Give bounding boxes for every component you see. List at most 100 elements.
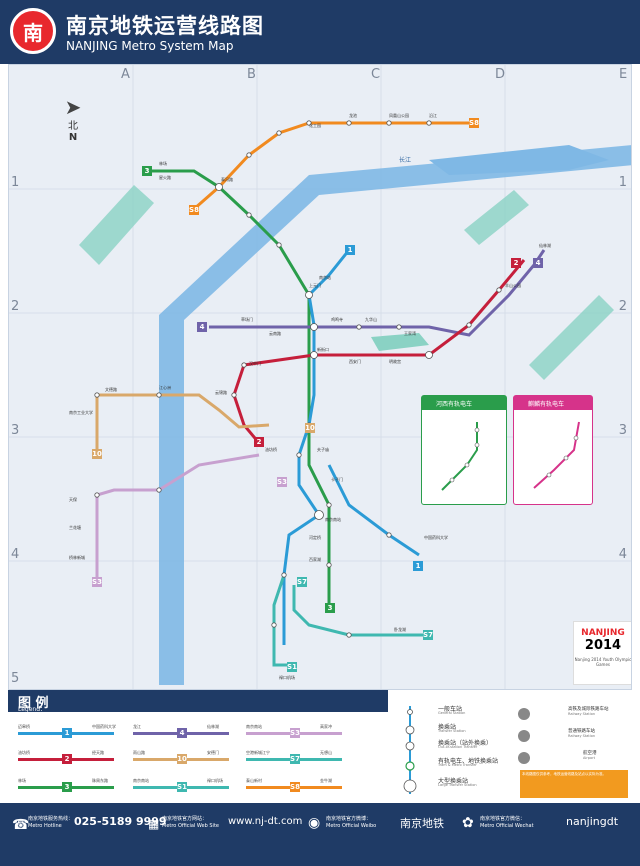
station-label[interactable]: 上元门 — [309, 283, 321, 288]
station-label[interactable]: 文德路 — [105, 387, 117, 392]
station-label[interactable]: 夫子庙 — [317, 447, 329, 452]
wechat-label-en: Metro Official Wechat — [480, 823, 534, 829]
wechat-handle[interactable]: nanjingdt — [566, 815, 619, 828]
legend-start-station: 雨山路 — [133, 750, 145, 755]
station-label[interactable]: 天保 — [69, 497, 77, 502]
web-label-cn: 南京地铁官方网站： — [162, 816, 208, 822]
legend-facility-label: 普通铁路车站 — [568, 729, 595, 734]
compass-en: N — [68, 132, 78, 143]
line-3-badge-south[interactable]: 3 — [325, 603, 335, 613]
line-10-badge[interactable]: 10 — [92, 449, 102, 459]
station-label[interactable]: 南京站 — [319, 275, 331, 280]
station-label[interactable]: 凤凰山公园 — [389, 113, 409, 118]
line-s7-badge[interactable]: S7 — [297, 577, 307, 587]
legend-symbol-label: 大型换乘站 — [438, 778, 469, 785]
legend-end-station: 高家冲 — [320, 724, 332, 729]
line-s3-path — [95, 453, 260, 580]
legend-start-station: 油坊桥 — [18, 750, 30, 755]
yog-caption: Nanjing 2014 Youth Olympic Games — [574, 657, 632, 667]
lake — [371, 333, 429, 351]
line-3-badge[interactable]: 3 — [142, 166, 152, 176]
station-label[interactable]: 河定桥 — [309, 535, 321, 540]
station-label[interactable]: 南京南站 — [325, 517, 341, 522]
station-label[interactable]: 草场门 — [241, 317, 253, 322]
legend-start-station: 林场 — [18, 778, 26, 783]
legend-start-station: 泰山新村 — [246, 778, 262, 783]
hexi-tram-map — [441, 422, 480, 491]
line-s8-badge[interactable]: S8 — [469, 118, 479, 128]
page-title: 南京地铁运营线路图 — [66, 14, 264, 38]
line-4-badge-east[interactable]: 4 — [533, 258, 543, 268]
legend-facility-sub: Airport — [583, 756, 595, 760]
line-2-badge[interactable]: 2 — [511, 258, 521, 268]
station-label[interactable]: 油坊桥 — [265, 447, 277, 452]
hexi-tram-box[interactable]: 河西有轨电车 — [421, 395, 507, 505]
line-s3-badge[interactable]: S3 — [92, 577, 102, 587]
line-4-badge[interactable]: 4 — [197, 322, 207, 332]
legend-start-station: 南京南站 — [133, 778, 149, 783]
station-label[interactable]: 中国药科大学 — [424, 535, 448, 540]
station-label[interactable]: 泰冯路 — [221, 177, 233, 182]
line-2-badge-west[interactable]: 2 — [254, 437, 264, 447]
line-1-badge[interactable]: 1 — [345, 245, 355, 255]
station-label[interactable]: 林场 — [159, 161, 167, 166]
website-link[interactable]: www.nj-dt.com — [228, 816, 303, 827]
qilin-tram-box[interactable]: 麒麟有轨电车 — [513, 395, 593, 505]
station-label[interactable]: 羊山公园 — [505, 283, 521, 288]
legend-symbol-label: 换乘站（站外换乘） — [438, 740, 493, 747]
station-label[interactable]: 鸡鸣寺 — [331, 317, 343, 322]
legend-subtitle: Legend： — [18, 706, 47, 713]
line-1-badge-south[interactable]: 1 — [413, 561, 423, 571]
line-s3-badge-east[interactable]: S3 — [277, 477, 287, 487]
line-s7-badge-south[interactable]: S7 — [423, 630, 433, 640]
station-label[interactable]: 九华山 — [365, 317, 377, 322]
legend-badge-2: 2 — [62, 754, 72, 764]
web-icon: ▦ — [148, 817, 160, 831]
station-label[interactable]: 龙池 — [349, 113, 357, 118]
station-label[interactable]: 化工园 — [309, 123, 321, 128]
page-subtitle: NANJING Metro System Map — [66, 39, 234, 53]
legend-start-station: 迈皋桥 — [18, 724, 30, 729]
station-label[interactable]: 禄口机场 — [279, 675, 295, 680]
station-label[interactable]: 仙林湖 — [539, 243, 551, 248]
station-label[interactable]: 云锦路 — [215, 390, 227, 395]
legend-start-station: 南京南站 — [246, 724, 262, 729]
legend-header: 图 例 Legend： — [8, 690, 388, 713]
legend-badge-S8: S8 — [290, 782, 300, 792]
legend-facility-label: 高铁及城际铁路车站 — [568, 707, 609, 712]
yog-2014-logo: NANJING 2014 Nanjing 2014 Youth Olympic … — [573, 621, 632, 685]
web-label-en: Metro Official Web Site — [162, 823, 219, 829]
station-label[interactable]: 汉中门 — [249, 361, 261, 366]
line-s1-badge[interactable]: S1 — [287, 662, 297, 672]
grid-row-3-right: 3 — [618, 423, 627, 438]
weibo-icon: ◉ — [308, 815, 321, 831]
station-label[interactable]: 西安门 — [349, 359, 361, 364]
grid-row-4-right: 4 — [618, 547, 627, 562]
weibo-handle[interactable]: 南京地铁 — [400, 817, 444, 830]
station-label[interactable]: 南京工业大学 — [69, 410, 93, 415]
legend-end-station: 金牛湖 — [320, 778, 332, 783]
legend-end-station: 无想山 — [320, 750, 332, 755]
station-label[interactable]: 桥林新城 — [69, 555, 85, 560]
station-label[interactable]: 星火路 — [159, 175, 171, 180]
station-label[interactable]: 沿江 — [429, 113, 437, 118]
grid-row-5: 5 — [11, 671, 20, 686]
station-label[interactable]: 卡子门 — [331, 477, 343, 482]
hotline-label-cn: 南京地铁服务热线： — [28, 816, 74, 822]
station-label[interactable]: 兰花塘 — [69, 525, 81, 530]
station-label[interactable]: 云南路 — [269, 331, 281, 336]
grid-row-2-right: 2 — [618, 299, 627, 314]
station-label[interactable]: 江心洲 — [159, 385, 171, 390]
line-10-badge-east[interactable]: 10 — [305, 423, 315, 433]
station-label[interactable]: 明故宫 — [389, 359, 401, 364]
station-label[interactable]: 新街口 — [317, 347, 329, 352]
hotline-number[interactable]: 025-5189 9999 — [74, 815, 167, 828]
qilin-tram-map — [533, 421, 580, 489]
line-s8-badge-south[interactable]: S8 — [189, 205, 199, 215]
station-label[interactable]: 百家湖 — [309, 557, 321, 562]
station-label[interactable]: 卧龙湖 — [394, 627, 406, 632]
legend-symbol-label: 一般车站 — [438, 706, 463, 713]
legend-symbol-sub: Tram & Metro Transfer — [438, 763, 477, 767]
station-label[interactable]: 王家湾 — [404, 331, 416, 336]
metro-map[interactable]: A B C D E 1 2 3 4 5 1 2 3 4 5 ➤ 北 N 长江 3… — [8, 64, 632, 690]
